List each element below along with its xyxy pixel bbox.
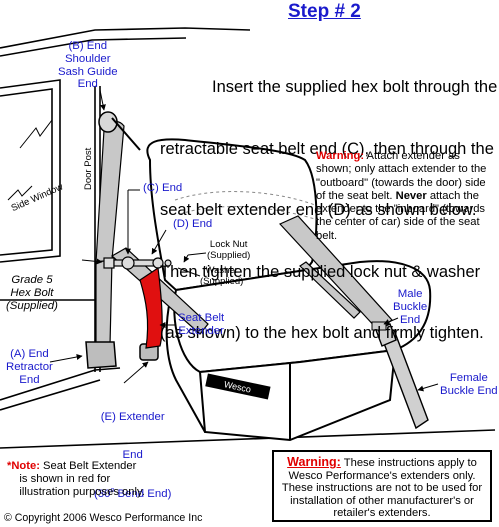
warning-box: Warning: These instructions apply to Wes…: [272, 450, 492, 522]
seat-belt-extender: [139, 266, 163, 349]
note-text: Seat Belt Extender is shown in red for i…: [19, 460, 145, 498]
label-hex-bolt: Grade 5 Hex Bolt (Supplied): [6, 274, 58, 312]
label-door-post: Door Post: [83, 147, 94, 190]
instruction-line: retractable seat belt end (C), then thro…: [160, 139, 494, 158]
label-b-end: (B) End Shoulder Sash Guide End: [58, 40, 118, 91]
leader-lines: [49, 89, 439, 392]
window-glare: [7, 119, 53, 201]
instruction-line: (as shown) to the hex bolt and firmly ti…: [160, 324, 484, 342]
label-e-end-line: (30o Bend End): [94, 487, 172, 500]
warning-heading: Warning:: [316, 150, 365, 162]
hex-bolt-assembly: [103, 256, 172, 270]
label-c-end: (C) End: [143, 182, 183, 194]
brand-plate: [205, 373, 271, 400]
instruction-line: Insert the supplied hex bolt through the: [212, 78, 498, 96]
label-washer: Washer (Supplied): [200, 265, 244, 287]
warning-box-text: These instructions apply to Wesco Perfor…: [281, 457, 483, 520]
instruction-line: seat belt extender end (D) as shown belo…: [160, 201, 477, 219]
label-male-buckle: Male Buckle End: [393, 288, 428, 326]
extender-color-note: *Note: Seat Belt Extender is shown in re…: [7, 460, 145, 499]
label-e-end: (E) Extender End (30o Bend End): [94, 385, 171, 513]
warning-text: attach the extender to the "inboard" (to…: [316, 189, 486, 242]
note-prefix: *Note:: [7, 460, 40, 472]
label-e-end-line: End: [122, 448, 143, 461]
label-lock-nut: Lock Nut (Supplied): [207, 239, 251, 261]
label-female-buckle: Female Buckle End: [440, 372, 498, 397]
warning-emphasis: Never: [395, 189, 427, 202]
warning-outboard-note: Warning: Attach extender as shown; only …: [316, 150, 496, 243]
copyright-text: © Copyright 2006 Wesco Performance Inc: [4, 512, 203, 524]
step-title: Step # 2: [288, 1, 361, 22]
seat-contour-lines: [174, 191, 319, 221]
label-a-end: (A) End Retractor End: [6, 348, 53, 386]
sash-guide: [98, 111, 141, 151]
label-d-end: (D) End: [173, 218, 213, 230]
retractor: [85, 341, 159, 369]
instruction-line: Then tighten the supplied lock nut & was…: [160, 262, 481, 281]
instruction-text: Insert the supplied hex bolt through the…: [160, 36, 497, 364]
warning-text: Attach extender as shown; only attach ex…: [316, 150, 487, 202]
label-e-end-line: (E) Extender: [100, 410, 165, 423]
label-extender: Seat Belt Extender: [178, 312, 225, 337]
male-buckle: [371, 321, 387, 331]
seat: [146, 138, 432, 442]
warning-box-heading: Warning:: [287, 455, 341, 469]
